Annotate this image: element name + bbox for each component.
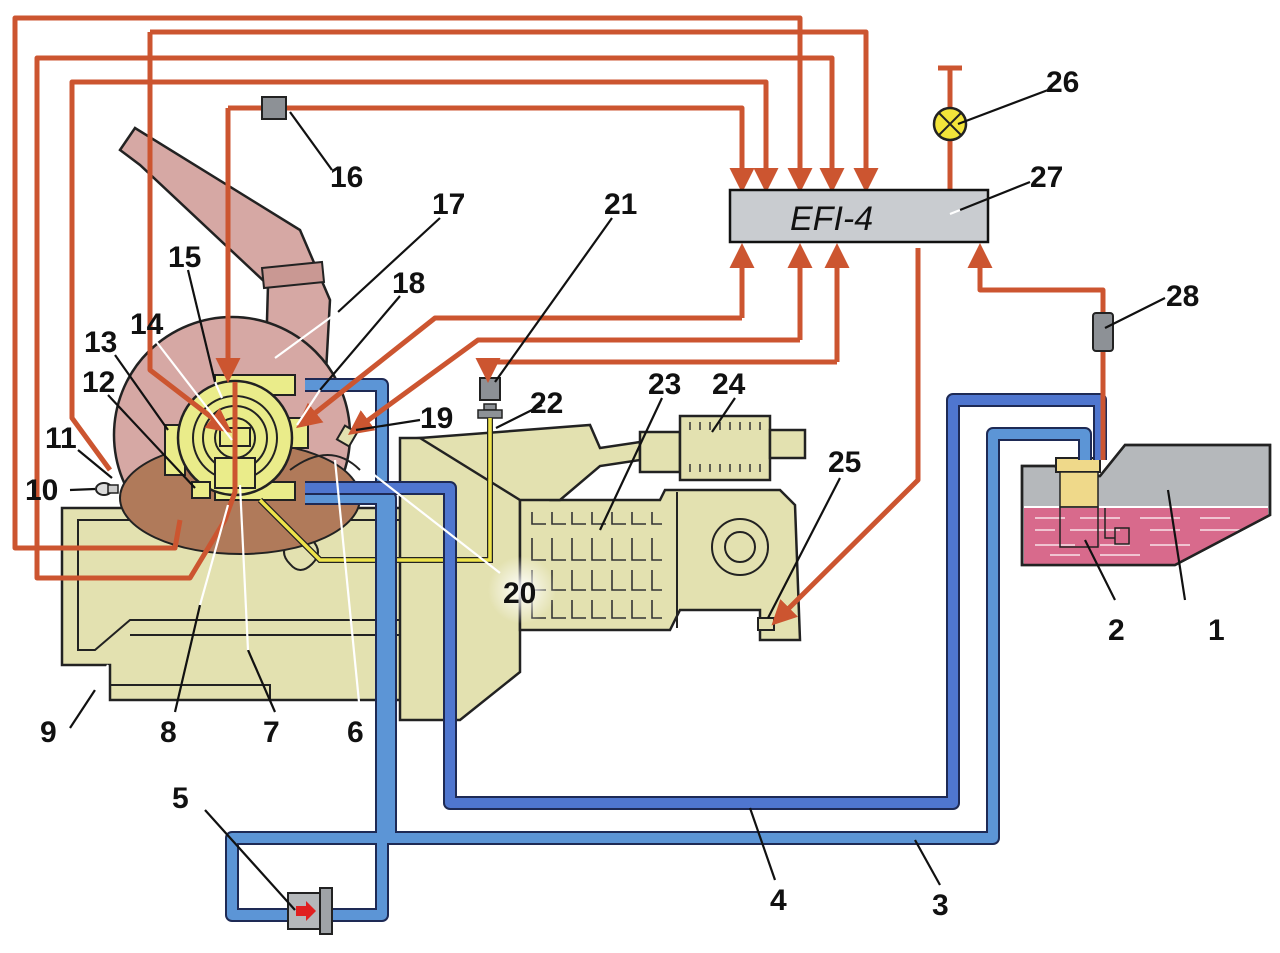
oxygen-sensor bbox=[477, 377, 503, 419]
callout-2: 2 bbox=[1108, 614, 1125, 647]
callout-4: 4 bbox=[770, 884, 787, 917]
vehicle-speed-sensor bbox=[757, 617, 775, 631]
callout-22: 22 bbox=[530, 387, 563, 420]
callout-14: 14 bbox=[130, 308, 164, 341]
callout-leaders bbox=[69, 88, 1187, 911]
ecu-label: EFI-4 bbox=[790, 200, 873, 238]
callout-9: 9 bbox=[40, 716, 57, 749]
callout-6: 6 bbox=[347, 716, 364, 749]
callout-1: 1 bbox=[1208, 614, 1225, 647]
manifold-pressure-sensor bbox=[261, 96, 287, 120]
callout-18: 18 bbox=[392, 267, 425, 300]
fuel-tank bbox=[1020, 443, 1272, 567]
callout-5: 5 bbox=[172, 782, 189, 815]
callout-25: 25 bbox=[828, 446, 861, 479]
callout-20: 20 bbox=[503, 577, 536, 610]
check-engine-lamp bbox=[932, 106, 968, 142]
callout-7: 7 bbox=[263, 716, 280, 749]
callout-21: 21 bbox=[604, 188, 637, 221]
fuel-pump-module bbox=[1055, 457, 1130, 548]
callout-8: 8 bbox=[160, 716, 177, 749]
callout-15: 15 bbox=[168, 241, 201, 274]
callout-12: 12 bbox=[82, 366, 115, 399]
engine-block bbox=[60, 506, 422, 702]
transmission bbox=[398, 436, 802, 722]
fuel-supply-line bbox=[225, 378, 1092, 922]
callout-13: 13 bbox=[84, 326, 117, 359]
fuel-filter bbox=[287, 887, 333, 935]
callout-labels: 1 2 3 4 5 6 7 8 9 10 11 12 13 14 15 16 1… bbox=[25, 66, 1225, 922]
fuel-pump-relay bbox=[1092, 312, 1114, 352]
callout-11: 11 bbox=[45, 422, 77, 455]
callout-10: 10 bbox=[25, 474, 58, 507]
callout-28: 28 bbox=[1166, 280, 1199, 313]
callout-19: 19 bbox=[420, 402, 453, 435]
callout-27: 27 bbox=[1030, 161, 1063, 194]
signal-wires bbox=[12, 15, 1106, 626]
callout-3: 3 bbox=[932, 889, 949, 922]
callout-17: 17 bbox=[432, 188, 465, 221]
callout-23: 23 bbox=[648, 368, 681, 401]
fuel-return-line bbox=[305, 393, 1107, 810]
callout-24: 24 bbox=[712, 368, 746, 401]
callout-16: 16 bbox=[330, 161, 363, 194]
callout-26: 26 bbox=[1046, 66, 1079, 99]
ecu-efi4: EFI-4 bbox=[728, 188, 990, 244]
exhaust-system bbox=[416, 414, 807, 502]
coolant-temperature-sensor bbox=[95, 482, 119, 496]
